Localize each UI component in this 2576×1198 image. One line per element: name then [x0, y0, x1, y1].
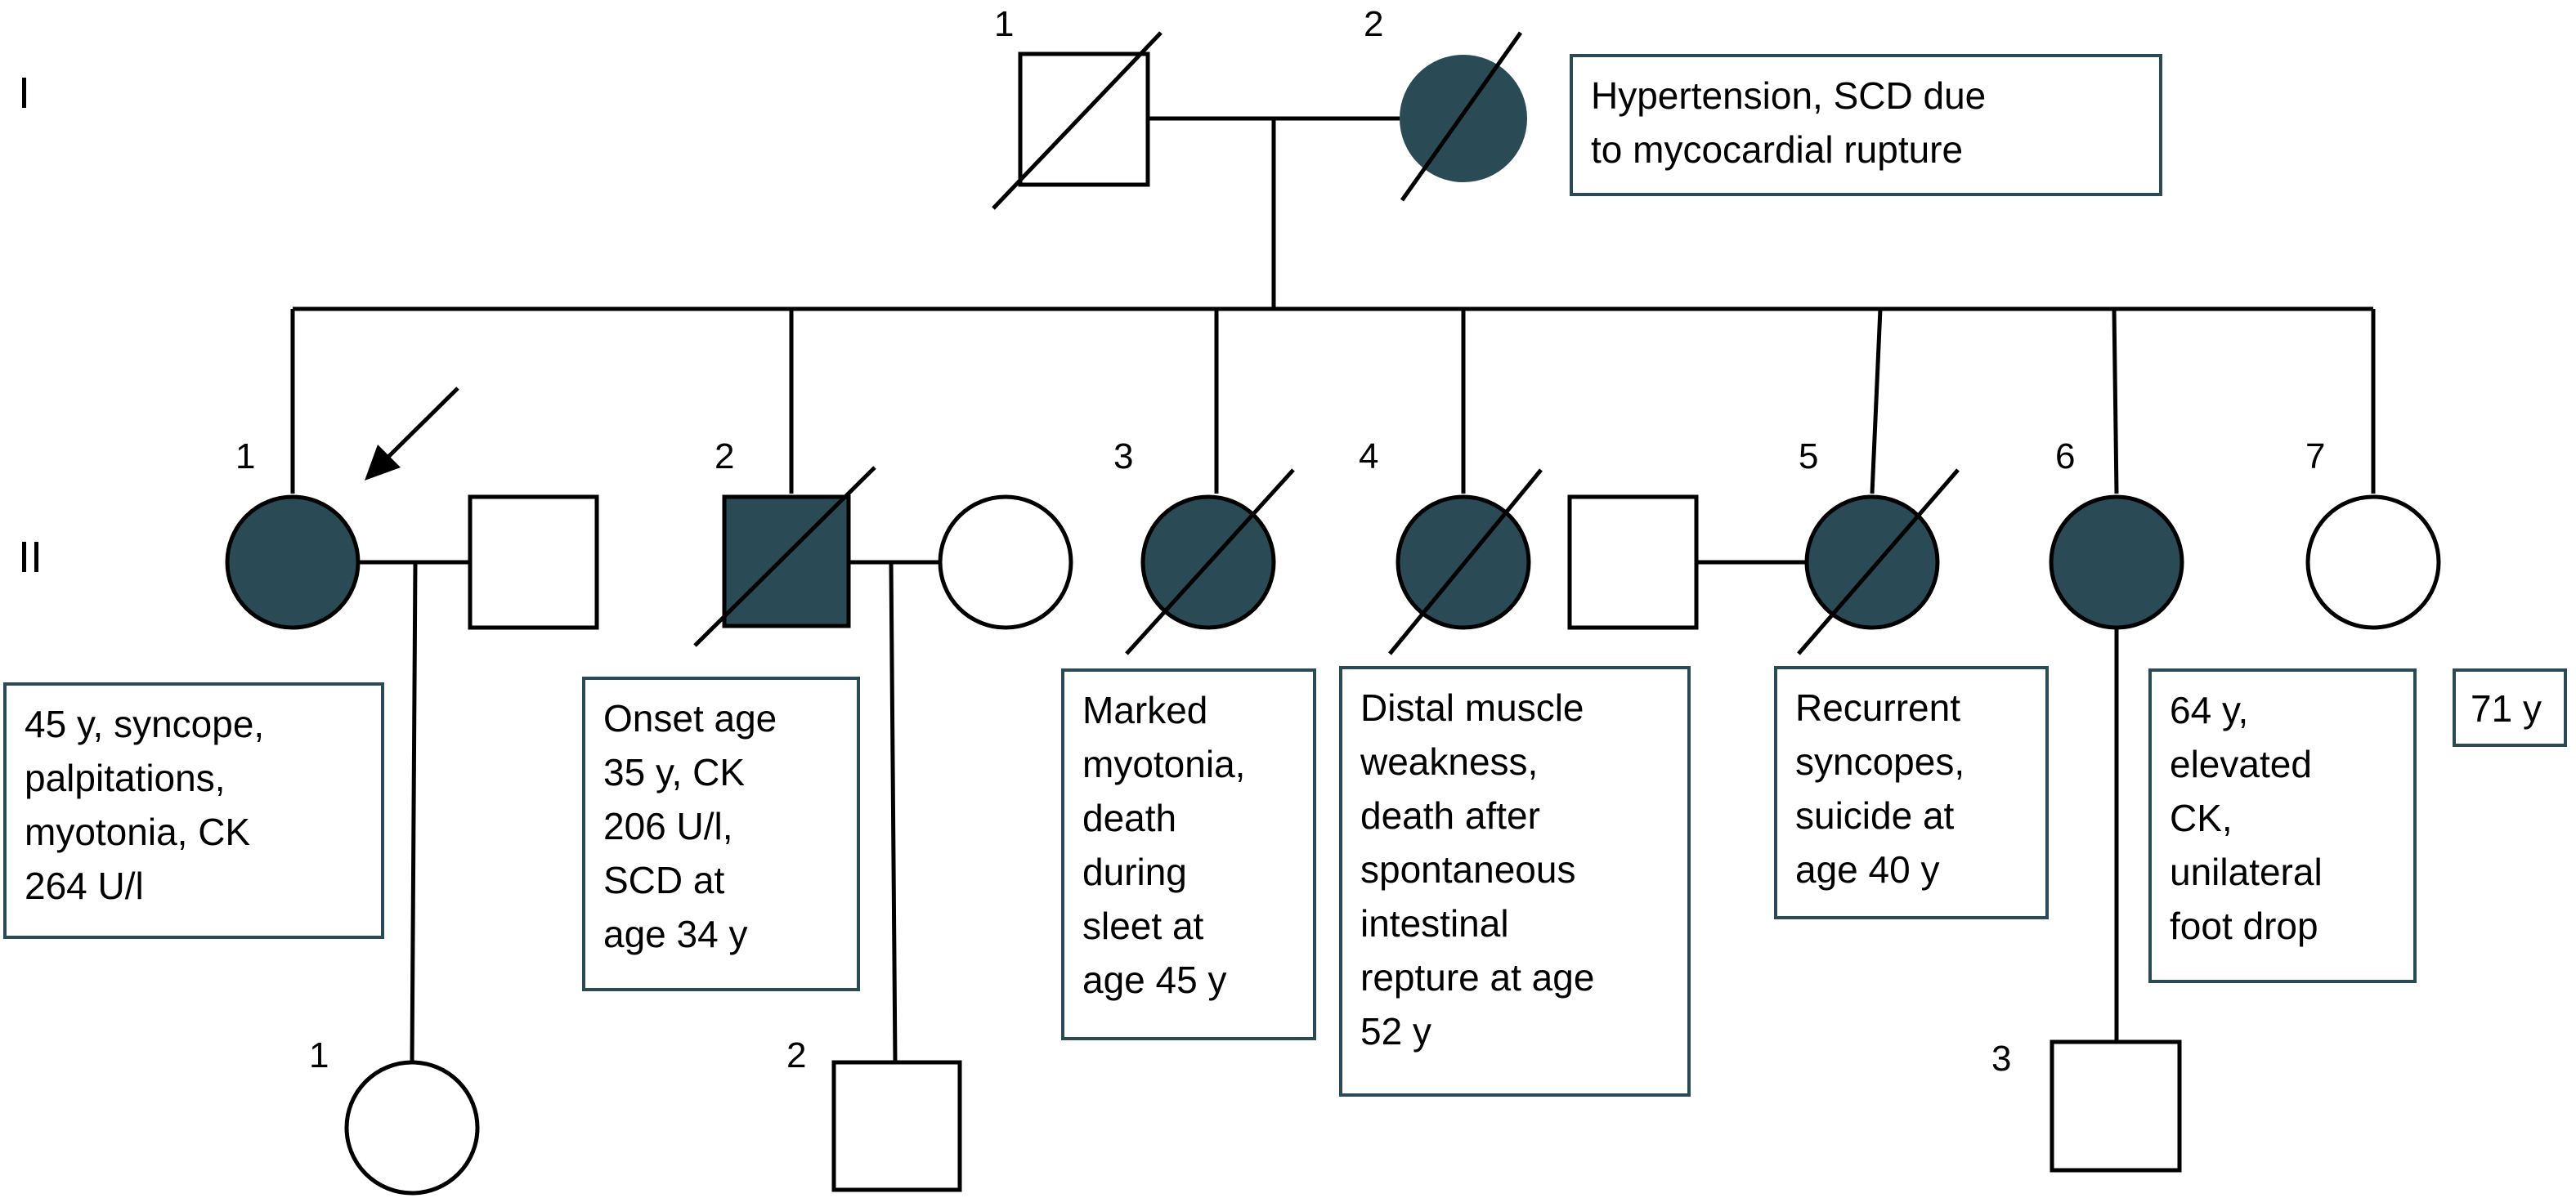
individual-II-1-spouse — [468, 494, 599, 630]
female-affected-symbol — [1400, 55, 1527, 182]
note-II-5: Recurrent syncopes, suicide at age 40 y — [1774, 666, 2049, 919]
descent-line-III-1 — [410, 561, 418, 1063]
female-unaffected-symbol — [344, 1060, 480, 1196]
female-unaffected-symbol — [938, 494, 1073, 630]
note-II-7: 71 y — [2453, 668, 2567, 747]
individual-III-2: 2 — [786, 1035, 962, 1192]
deceased-slash — [693, 466, 876, 647]
individual-II-5: 5 — [1797, 436, 1960, 655]
individual-II-1: 1 — [225, 387, 459, 630]
male-unaffected-symbol — [468, 494, 599, 630]
branch-line-II-5 — [1870, 308, 1883, 494]
individual-number: 2 — [786, 1035, 806, 1075]
individual-number: 2 — [715, 436, 734, 476]
individual-number: 6 — [2055, 436, 2075, 476]
individual-I-2: 2 — [1364, 4, 1527, 202]
individual-II-6: 6 — [2049, 436, 2184, 630]
individual-III-1: 1 — [309, 1035, 480, 1196]
individual-II-2-spouse — [938, 494, 1073, 630]
note-II-4: Distal muscle weakness, death after spon… — [1339, 666, 1691, 1097]
deceased-slash — [1125, 468, 1295, 655]
note-II-1: 45 y, syncope, palpitations, myotonia, C… — [3, 682, 384, 939]
individual-II-3: 3 — [1113, 436, 1295, 655]
individual-II-7: 7 — [2305, 436, 2441, 630]
deceased-slash — [1388, 468, 1543, 655]
individual-I-1: 1 — [992, 4, 1163, 210]
individual-number: 3 — [1991, 1039, 2011, 1079]
individual-III-3: 3 — [1991, 1039, 2182, 1173]
individual-number: 3 — [1113, 436, 1133, 476]
individual-number: 4 — [1359, 436, 1378, 476]
individual-number: 5 — [1799, 436, 1818, 476]
generation-label-I: I — [18, 69, 30, 118]
deceased-slash — [1797, 468, 1960, 655]
male-unaffected-symbol — [2050, 1039, 2182, 1173]
note-II-6: 64 y, elevated CK, unilateral foot drop — [2148, 668, 2417, 983]
note-I-2: Hypertension, SCD due to mycocardial rup… — [1570, 54, 2162, 196]
female-affected-symbol — [225, 494, 361, 630]
branch-line-II-6 — [2112, 308, 2119, 494]
individual-number: 1 — [994, 4, 1014, 44]
male-unaffected-symbol — [831, 1060, 962, 1192]
individual-II-4: 4 — [1359, 436, 1543, 655]
male-unaffected-symbol — [1567, 494, 1699, 630]
individual-number: 2 — [1364, 4, 1383, 44]
individual-number: 1 — [235, 436, 255, 476]
individual-II-5-spouse — [1567, 494, 1699, 630]
arrow-icon — [365, 387, 459, 481]
deceased-slash — [992, 31, 1163, 210]
male-unaffected-symbol — [1018, 51, 1150, 187]
individual-number: 1 — [309, 1035, 329, 1075]
descent-line-III-2 — [889, 561, 898, 1063]
female-unaffected-symbol — [2305, 494, 2441, 630]
pedigree-lines — [290, 116, 2376, 1063]
deceased-slash — [1400, 31, 1523, 202]
note-II-2: Onset age 35 y, CK 206 U/l, SCD at age 3… — [582, 677, 860, 991]
individual-number: 7 — [2305, 436, 2325, 476]
generation-label-II: II — [18, 533, 43, 582]
individual-II-2: 2 — [693, 436, 876, 647]
note-II-3: Marked myotonia, death during sleet at a… — [1061, 668, 1316, 1040]
male-affected-symbol — [722, 494, 851, 628]
female-affected-symbol — [2049, 494, 2184, 630]
